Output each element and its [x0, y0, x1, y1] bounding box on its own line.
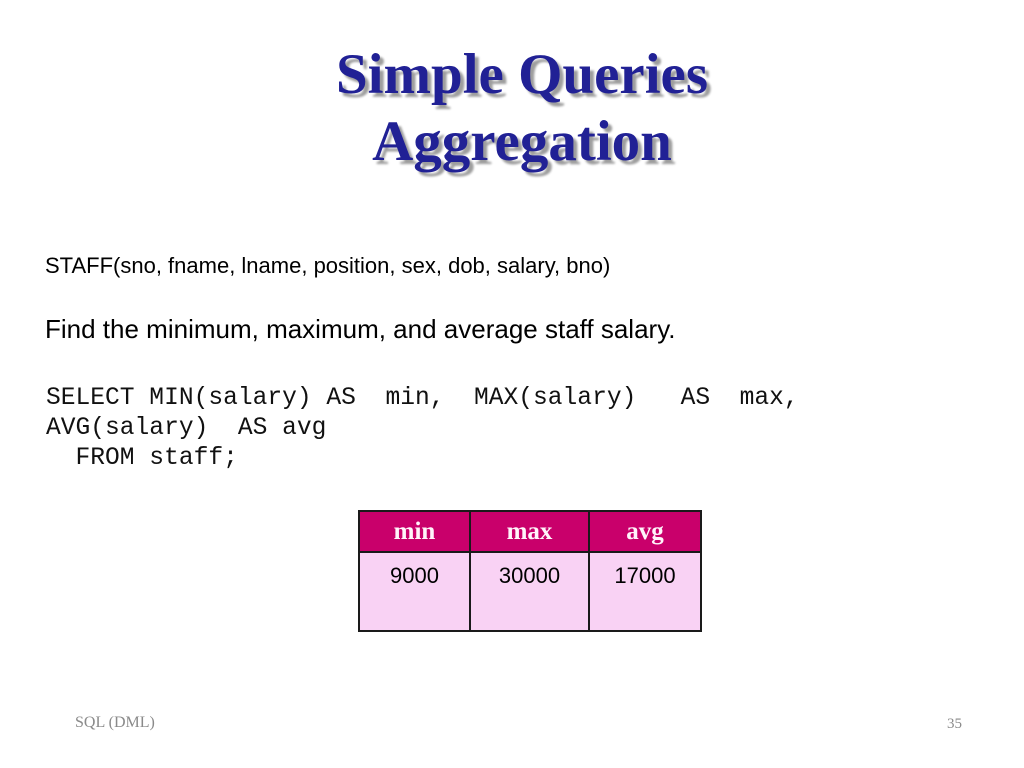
table-cell-avg: 17000	[588, 551, 702, 632]
sql-code-block: SELECT MIN(salary) AS min, MAX(salary) A…	[46, 385, 799, 472]
table-header-avg: avg	[588, 510, 702, 553]
slide-title: Simple Queries Aggregation	[20, 41, 1024, 175]
table-cell-min: 9000	[358, 551, 471, 632]
table-header-max: max	[469, 510, 590, 553]
footer-label: SQL (DML)	[75, 714, 155, 731]
result-table: min max avg 9000 30000 17000	[358, 510, 702, 632]
table-row: 9000 30000 17000	[358, 551, 702, 632]
title-line-1: Simple Queries	[335, 43, 709, 107]
task-text: Find the minimum, maximum, and average s…	[45, 314, 676, 344]
table-header-row: min max avg	[358, 510, 702, 553]
table-header-min: min	[358, 510, 471, 553]
table-cell-max: 30000	[469, 551, 590, 632]
title-line-2: Aggregation	[372, 110, 672, 174]
schema-text: STAFF(sno, fname, lname, position, sex, …	[45, 253, 611, 278]
page-number: 35	[947, 716, 962, 732]
